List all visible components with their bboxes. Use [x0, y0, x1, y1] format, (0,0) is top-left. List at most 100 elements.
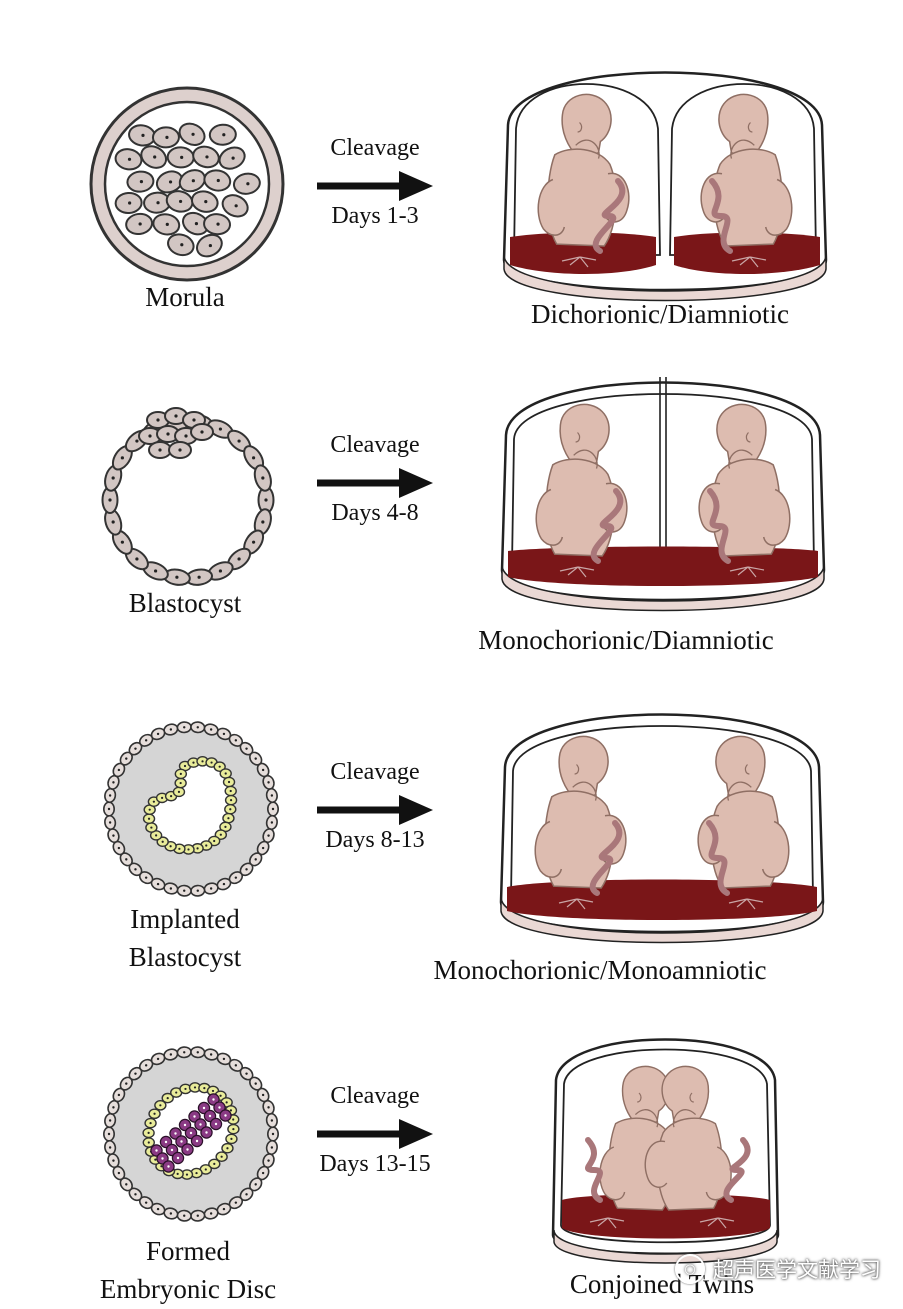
- cell-nucleus: [261, 1093, 265, 1097]
- implanted-blastocyst-illustration: [100, 718, 282, 900]
- placenta: [507, 879, 817, 920]
- cell-nucleus: [192, 418, 196, 422]
- twins-mcda-illustration: [498, 365, 828, 612]
- cell-nucleus: [169, 887, 173, 890]
- umbilical-cord: [709, 178, 733, 254]
- cell-nucleus: [144, 876, 148, 879]
- cell-nucleus: [197, 575, 201, 579]
- cell-nucleus: [237, 557, 241, 561]
- cell-nucleus: [245, 1193, 248, 1196]
- cell-nucleus: [112, 1106, 115, 1109]
- cell-nucleus: [218, 765, 221, 768]
- cell-nucleus: [153, 1112, 156, 1115]
- cell-nucleus: [218, 569, 223, 573]
- cell-nucleus: [112, 1159, 115, 1162]
- result-label-dichorionic: Dichorionic/Diamniotic: [531, 299, 789, 329]
- cell-nucleus: [125, 858, 128, 861]
- cell-nucleus: [212, 1098, 215, 1101]
- fetus-figure: [644, 1065, 732, 1211]
- cell-nucleus: [222, 882, 226, 886]
- cell-nucleus: [178, 199, 183, 204]
- cell-nucleus: [141, 133, 145, 138]
- cell-nucleus: [108, 1146, 112, 1149]
- cell-nucleus: [159, 1104, 162, 1107]
- cell-nucleus: [213, 839, 216, 843]
- cell-nucleus: [270, 1119, 274, 1122]
- cell-nucleus: [252, 540, 256, 544]
- cell-nucleus: [193, 1086, 197, 1089]
- uterine-wall: [503, 254, 827, 302]
- cell-nucleus: [264, 498, 268, 502]
- cell-nucleus: [199, 1123, 202, 1126]
- cell-nucleus: [270, 1146, 274, 1149]
- cell-nucleus: [183, 726, 186, 729]
- cell-nucleus: [155, 834, 158, 837]
- cell-nucleus: [193, 1115, 196, 1118]
- arrow-top-label: Cleavage: [330, 759, 420, 785]
- cell-nucleus: [187, 848, 190, 851]
- cell-nucleus: [222, 1057, 226, 1061]
- cell-nucleus: [205, 155, 209, 159]
- cell-nucleus: [134, 868, 137, 871]
- cell-nucleus: [125, 757, 128, 760]
- cell-nucleus: [120, 456, 124, 460]
- cell-nucleus: [120, 540, 124, 544]
- stage-label-line: Blastocyst: [128, 942, 242, 972]
- cell-nucleus: [175, 1091, 178, 1094]
- arrow-bottom-label: Days 4-8: [331, 500, 419, 526]
- uterine-wall: [500, 896, 824, 944]
- stage-label-line: Formed: [146, 1236, 230, 1266]
- cell-nucleus: [202, 1106, 206, 1110]
- cell-nucleus: [128, 201, 132, 205]
- cell-nucleus: [234, 876, 238, 879]
- stage-label-morula: Morula: [85, 279, 285, 315]
- fetus-figure: [534, 735, 627, 889]
- cell-nucleus: [224, 825, 227, 828]
- cell-nucleus: [261, 476, 265, 480]
- cell-nucleus: [161, 840, 164, 843]
- cell-nucleus: [254, 858, 257, 861]
- cell-nucleus: [117, 1093, 121, 1097]
- cell-nucleus: [158, 448, 162, 452]
- cell-nucleus: [175, 575, 179, 579]
- cell-nucleus: [218, 1106, 221, 1109]
- cell-nucleus: [205, 844, 208, 847]
- placenta-right: [674, 232, 820, 274]
- embryonic-disc-illustration: [100, 1043, 282, 1225]
- cell-nucleus: [144, 1064, 148, 1067]
- cell-nucleus: [192, 761, 195, 764]
- cell-nucleus: [153, 569, 158, 573]
- fetus-figure: [535, 403, 628, 557]
- cell-nucleus: [177, 790, 181, 793]
- cell-nucleus: [208, 243, 212, 248]
- cell-nucleus: [156, 1207, 160, 1211]
- cell-nucleus: [156, 201, 160, 205]
- cell-nucleus: [195, 1171, 198, 1175]
- amnion-outline: [560, 1048, 771, 1244]
- wechat-icon: ○: [675, 1254, 705, 1284]
- cell-nucleus: [195, 1139, 199, 1143]
- stage-label-implanted: Implanted Blastocyst: [85, 900, 285, 976]
- arrow-bottom-label: Days 8-13: [325, 827, 425, 853]
- cell-nucleus: [108, 794, 112, 797]
- cell-nucleus: [139, 180, 144, 184]
- cell-nucleus: [232, 1128, 235, 1131]
- cell-nucleus: [246, 182, 250, 186]
- cell-nucleus: [222, 133, 226, 137]
- cell-nucleus: [252, 456, 256, 460]
- cell-nucleus: [144, 739, 148, 742]
- umbilical-cord: [707, 488, 731, 564]
- placenta-vessels: [699, 1217, 735, 1229]
- cell-nucleus: [209, 887, 213, 890]
- morula-illustration: [88, 85, 286, 283]
- cell-nucleus: [167, 1165, 170, 1168]
- arrow-bottom-label: Days 1-3: [331, 203, 419, 229]
- cell-nucleus: [169, 1053, 173, 1056]
- cell-nucleus: [183, 1123, 187, 1127]
- cell-nucleus: [144, 1201, 148, 1204]
- cell-nucleus: [254, 1082, 257, 1085]
- right-arrow-icon: [317, 1119, 433, 1149]
- arrow-top-label: Cleavage: [330, 432, 420, 458]
- placenta-vessels: [561, 256, 597, 268]
- cell-nucleus: [271, 1132, 275, 1136]
